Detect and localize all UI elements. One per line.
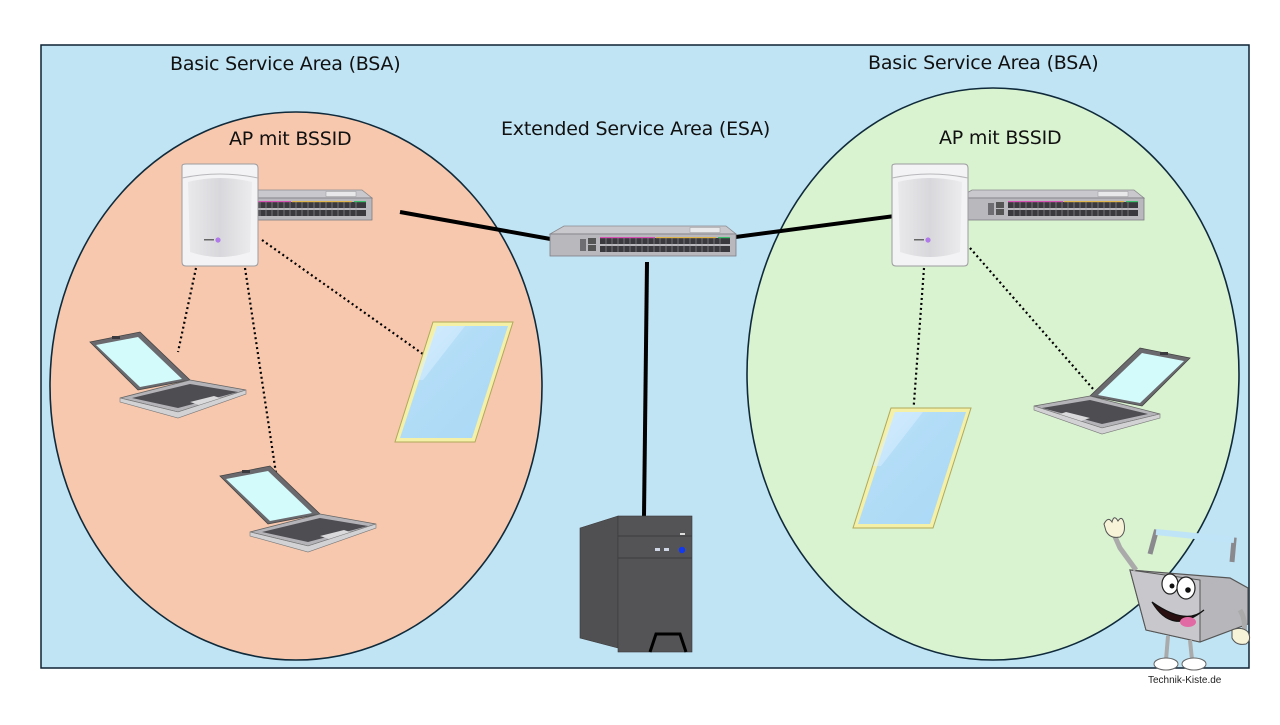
ap-left-label: AP mit BSSID — [229, 128, 352, 150]
core-switch — [549, 225, 737, 257]
bsa-right-label: Basic Service Area (BSA) — [868, 52, 1099, 74]
access-point-right — [891, 163, 969, 267]
access-point-left — [181, 163, 259, 267]
wired-links — [399, 210, 896, 517]
bsa-left-area — [49, 111, 543, 661]
credit-text: Technik-Kiste.de — [1148, 675, 1222, 686]
wifi-link-laptop-2 — [243, 267, 282, 501]
wifi-link-laptop-3 — [969, 247, 1095, 391]
wifi-link-phone-1 — [261, 239, 438, 365]
wireless-links-right — [911, 247, 1095, 417]
link-core-to-server — [642, 261, 649, 517]
esa-label: Extended Service Area (ESA) — [501, 118, 771, 140]
server-tower — [578, 514, 694, 654]
switch-right — [957, 189, 1145, 221]
link-core-to-right-switch — [727, 214, 896, 240]
bsa-left-label: Basic Service Area (BSA) — [170, 53, 401, 75]
wireless-links-left — [176, 239, 438, 501]
wifi-link-laptop-1 — [176, 267, 198, 353]
link-left-switch-to-core — [399, 210, 557, 242]
technik-kiste-mascot — [1103, 517, 1251, 671]
ap-right-label: AP mit BSSID — [939, 127, 1062, 149]
